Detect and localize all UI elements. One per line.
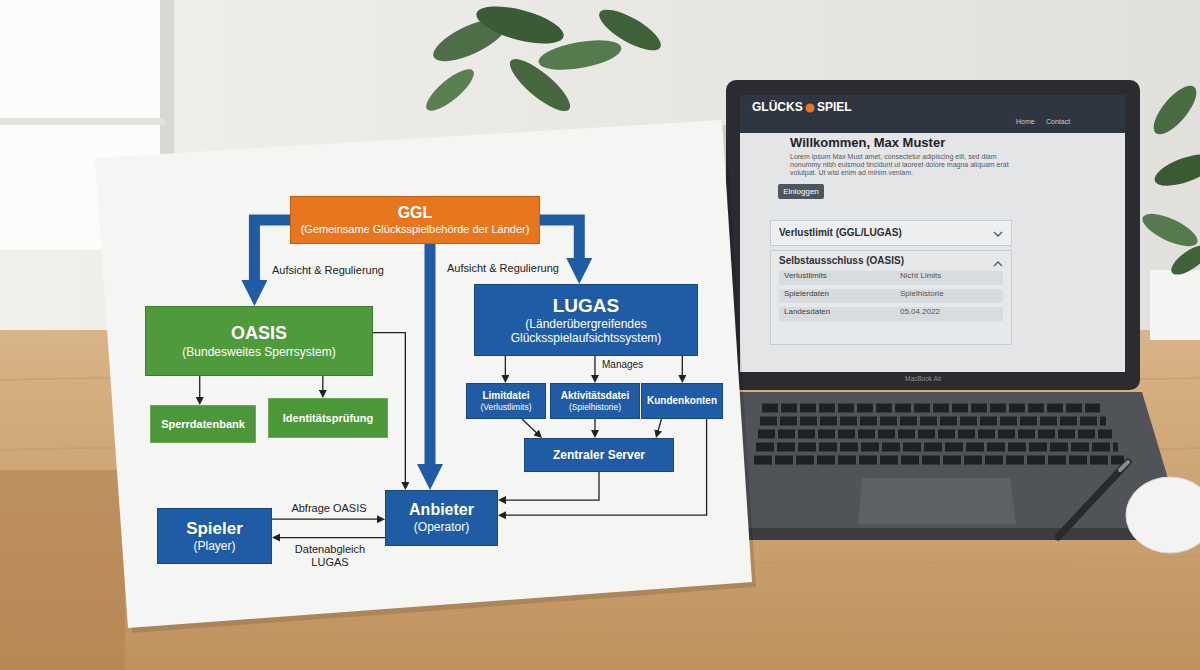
table-cell: Spielerdaten [784, 289, 829, 298]
node-title: Identitätsprüfung [283, 412, 373, 425]
actor-box: Anbieter(Operator) [385, 490, 498, 546]
node-title: LUGAS [553, 295, 620, 317]
node-subtitle: (Operator) [414, 520, 469, 534]
connector [272, 519, 381, 520]
node-title: Anbieter [409, 501, 474, 520]
node-title: Verlustlimit (GGL/LUGAS) [779, 227, 902, 239]
supervision-arrow [254, 220, 290, 293]
table-cell: Landesdaten [784, 307, 830, 316]
plant-right [1138, 79, 1200, 340]
paper-sheet [95, 120, 752, 628]
node-title: Zentraler Server [553, 448, 645, 462]
device-brand: MacBook Air [905, 375, 942, 382]
system-box: LUGAS(Länderübergreifendes Glücksspielau… [474, 284, 698, 356]
connector [276, 537, 385, 538]
body-text: Lorem ipsum Max Must amet, consectetur a… [790, 153, 1015, 177]
node-title: Aktivitätsdatei [561, 390, 629, 402]
node-subtitle: (Verlustlimits) [480, 402, 531, 412]
node-title: Einloggen [783, 187, 819, 196]
file-box: Kundenkonten [641, 383, 723, 419]
node-title: OASIS [231, 323, 287, 344]
node-title: GGL [398, 204, 433, 223]
nav-link: Home [1016, 118, 1035, 126]
connector [199, 376, 200, 401]
node-subtitle: (Bundesweites Sperrsystem) [182, 345, 335, 359]
connector [505, 356, 506, 379]
chevron-icon [994, 262, 1002, 266]
connector [682, 356, 683, 379]
node-title: Selbstausschluss (OASIS) [779, 255, 904, 267]
table-cell: Verlustlimits [784, 271, 827, 280]
edge-label: Datenabgleich LUGAS [280, 543, 380, 568]
node-title: Sperrdatenbank [161, 418, 245, 431]
supervision-arrow [425, 244, 436, 477]
node-title: Kundenkonten [647, 395, 717, 407]
authority-box: GGL(Gemeinsame Glücksspielbehörde der Lä… [290, 196, 540, 244]
process-box: Identitätsprüfung [268, 398, 388, 438]
edge-label: Abfrage OASIS [276, 502, 382, 515]
connector [594, 419, 595, 434]
plant-top [421, 0, 667, 119]
desk-shadow [0, 470, 125, 670]
system-box: OASIS(Bundesweites Sperrsystem) [145, 306, 373, 376]
file-box: Aktivitätsdatei(Spielhistorie) [550, 383, 640, 419]
node-subtitle: (Gemeinsame Glücksspielbehörde der Lände… [301, 223, 530, 236]
connector [502, 472, 599, 500]
node-title: Limitdatei [482, 390, 529, 402]
node-title: Spieler [186, 519, 243, 539]
edge-label: Manages [602, 359, 643, 371]
edge-label: Aufsicht & Regulierung [447, 262, 559, 275]
pen [1058, 462, 1128, 537]
chevron-icon [993, 261, 1003, 267]
table-cell: 05.04.2022 [900, 307, 940, 316]
actor-box: Spieler(Player) [157, 508, 272, 564]
chevron-icon [994, 232, 1002, 236]
connector [522, 419, 539, 435]
connector [657, 419, 661, 434]
database-box: Sperrdatenbank [150, 405, 256, 443]
logo-text: SPIEL [817, 101, 852, 115]
welcome-heading: Willkommen, Max Muster [790, 136, 945, 151]
table-cell: Nicht Limits [900, 271, 941, 280]
connector [502, 419, 707, 515]
node-subtitle: (Länderübergreifendes Glücksspielaufsich… [479, 317, 693, 345]
node-subtitle: (Player) [193, 539, 235, 553]
table-cell: Spielhistorie [900, 289, 944, 298]
connector [594, 356, 595, 379]
nav-link: Contact [1046, 118, 1070, 126]
connector [322, 376, 323, 394]
edge-label: Aufsicht & Regulierung [272, 264, 384, 277]
accordion-header: Verlustlimit (GGL/LUGAS) [770, 220, 1012, 246]
file-box: Limitdatei(Verlustlimits) [466, 383, 546, 419]
mouse [1126, 477, 1200, 553]
chevron-icon [993, 231, 1003, 237]
node-subtitle: (Spielhistorie) [569, 402, 621, 412]
server-box: Zentraler Server [524, 438, 674, 472]
login-button: Einloggen [778, 184, 824, 199]
logo-text: GLÜCKS [752, 101, 803, 115]
laptop [722, 80, 1188, 540]
